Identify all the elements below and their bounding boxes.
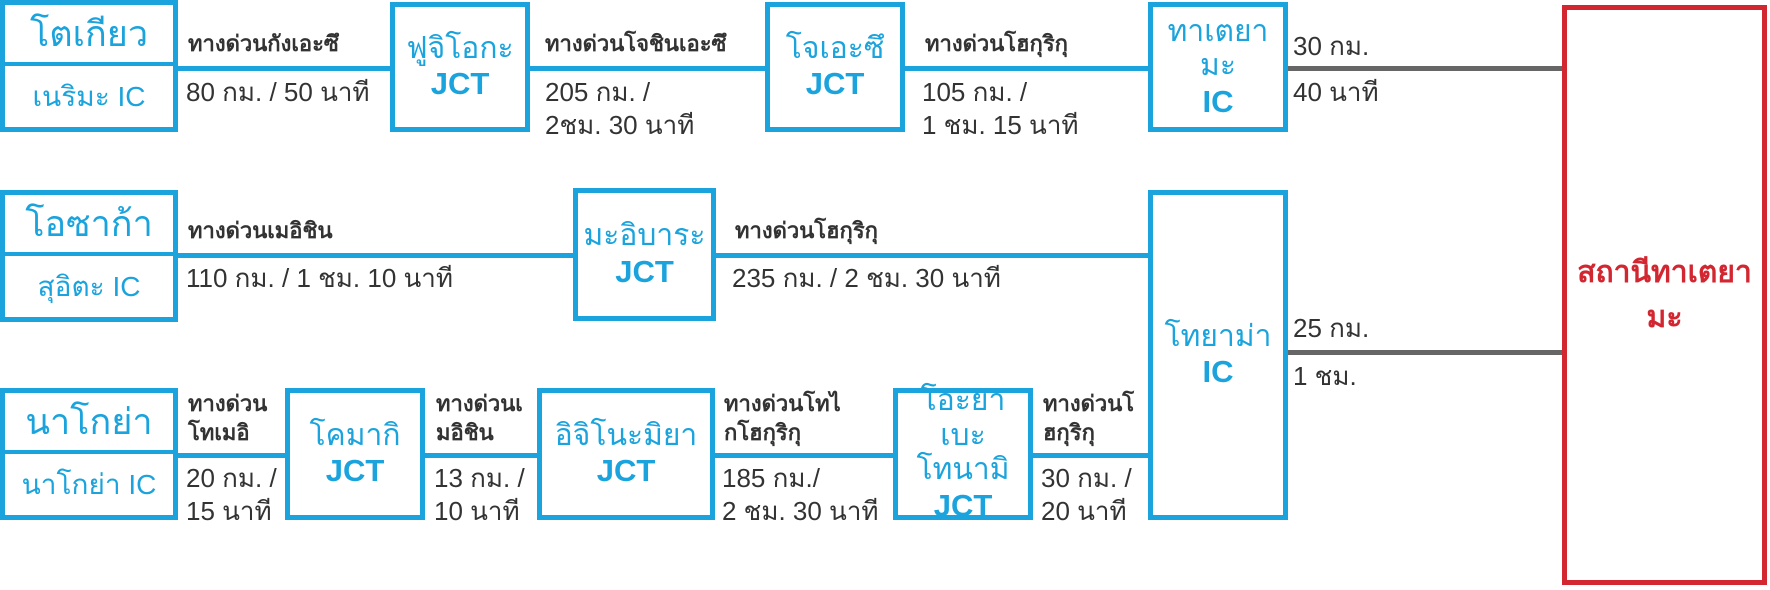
junction-box: โคมากิ JCT [285, 388, 425, 520]
junction-type: JCT [615, 253, 674, 289]
road-name: ทางด่วนโทไ กโฮกุริกุ [724, 390, 841, 447]
route-line-row3-d [1030, 453, 1155, 458]
junction-name: โคมากิ [309, 418, 401, 452]
distance-km: 20 กม. / [186, 463, 277, 493]
segment-distance: 13 กม. / 10 นาที [434, 462, 525, 527]
junction-box: อิจิโนะมิยา JCT [537, 388, 715, 520]
interchange-name: ทาเตยามะ [1167, 14, 1269, 83]
final-distance-time: 40 นาที [1293, 77, 1379, 107]
segment-distance: 205 กม. / 2ชม. 30 นาที [545, 76, 694, 141]
road-name-line2: กโฮกุริกุ [724, 419, 802, 445]
origin-city-name: โตเกียว [5, 5, 173, 66]
route-line-row2-b [710, 253, 1155, 258]
destination-station-name: สถานีทาเตยามะ [1577, 256, 1752, 334]
road-name-line1: ทางด่วนโทไ [724, 391, 841, 416]
route-line-row3-a [175, 453, 290, 458]
origin-nagoya-box: นาโกย่า นาโกย่า IC [0, 388, 178, 520]
junction-type: JCT [596, 453, 656, 489]
road-name: ทางด่วนโจชินเอะซึ [545, 31, 727, 56]
route-line-row1-final [1285, 66, 1565, 71]
junction-name-line1: โอะยาเบะ [920, 384, 1006, 452]
route-line-row3-c [710, 453, 895, 458]
road-name-line2: มอิชิน [436, 419, 494, 445]
route-line-row2-a [175, 253, 580, 258]
distance-time: 1 ชม. 15 นาที [922, 109, 1079, 140]
route-line-toyama-final [1285, 350, 1565, 355]
segment-distance: 110 กม. / 1 ชม. 10 นาที [186, 263, 454, 293]
junction-box: โอะยาเบะ โทนามิ JCT [893, 384, 1033, 523]
final-distance-km: 25 กม. [1293, 313, 1370, 343]
origin-city-name: นาโกย่า [5, 393, 173, 454]
road-name-line1: ทางด่วนโ [1043, 391, 1135, 416]
junction-box: โจเอะซึ JCT [765, 2, 905, 132]
origin-ic-name: สุอิตะ IC [37, 270, 141, 302]
junction-name: อิจิโนะมิยา [554, 418, 698, 452]
route-line-row3-b [420, 453, 540, 458]
road-name-line2: ฮกุริกุ [1043, 419, 1095, 445]
junction-type: JCT [430, 66, 490, 102]
route-line-row1-b [525, 66, 770, 71]
road-name: ทางด่วนโฮกุริกุ [735, 218, 878, 243]
distance-time: 2 ชม. 30 นาที [722, 495, 879, 526]
interchange-box: ทาเตยามะ IC [1148, 2, 1288, 132]
final-distance-km: 30 กม. [1293, 31, 1370, 61]
junction-box: มะอิบาระ JCT [573, 188, 716, 321]
segment-distance: 235 กม. / 2 ชม. 30 นาที [732, 263, 1001, 293]
distance-km: 30 กม. / [1041, 463, 1132, 493]
distance-time: 2ชม. 30 นาที [545, 109, 695, 140]
interchange-type: IC [1202, 83, 1234, 119]
distance-time: 10 นาที [434, 495, 520, 526]
interchange-box: โทยาม่า IC [1148, 190, 1288, 520]
distance-time: 15 นาที [186, 495, 272, 526]
road-name: ทางด่วนเมอิชิน [188, 218, 333, 243]
road-name-line1: ทางด่วน [188, 391, 268, 416]
road-name: ทางด่วนเ มอิชิน [436, 390, 523, 447]
origin-city-name: โอซาก้า [5, 195, 173, 256]
distance-km: 13 กม. / [434, 463, 525, 493]
junction-type: JCT [933, 487, 993, 523]
road-name-line2: โทเมอิ [188, 419, 250, 445]
road-name: ทางด่วนกังเอะซึ [188, 31, 339, 56]
origin-ic-name: เนริมะ IC [32, 80, 146, 112]
road-name: ทางด่วน โทเมอิ [188, 390, 267, 447]
junction-name: โจเอะซึ [785, 31, 885, 65]
route-line-row1-c [900, 66, 1155, 71]
final-distance-time: 1 ชม. [1293, 361, 1357, 391]
distance-time: 20 นาที [1041, 495, 1127, 526]
road-name: ทางด่วนโฮกุริกุ [925, 31, 1068, 56]
destination-station-box: สถานีทาเตยามะ [1562, 5, 1767, 585]
segment-distance: 30 กม. / 20 นาที [1041, 462, 1132, 527]
junction-box: ฟูจิโอกะ JCT [390, 2, 530, 132]
route-line-row1-a [175, 66, 395, 71]
road-name-line1: ทางด่วนเ [436, 391, 523, 416]
segment-distance: 20 กม. / 15 นาที [186, 462, 277, 527]
distance-km: 185 กม./ [722, 463, 820, 493]
road-name: ทางด่วนโ ฮกุริกุ [1043, 390, 1134, 447]
interchange-name: โทยาม่า [1164, 319, 1272, 353]
origin-osaka-box: โอซาก้า สุอิตะ IC [0, 190, 178, 322]
segment-distance: 185 กม./ 2 ชม. 30 นาที [722, 462, 879, 527]
origin-ic-name: นาโกย่า IC [21, 468, 157, 500]
distance-km: 205 กม. / [545, 77, 651, 107]
junction-type: JCT [325, 453, 385, 489]
segment-distance: 105 กม. / 1 ชม. 15 นาที [922, 76, 1079, 141]
junction-name: ฟูจิโอกะ [406, 31, 514, 65]
origin-tokyo-box: โตเกียว เนริมะ IC [0, 0, 178, 132]
junction-name: มะอิบาระ [583, 219, 706, 253]
distance-km: 105 กม. / [922, 77, 1028, 107]
junction-type: JCT [805, 66, 865, 102]
junction-name-line2: โทนามิ [916, 453, 1010, 487]
interchange-type: IC [1202, 354, 1234, 390]
segment-distance: 80 กม. / 50 นาที [186, 77, 370, 107]
